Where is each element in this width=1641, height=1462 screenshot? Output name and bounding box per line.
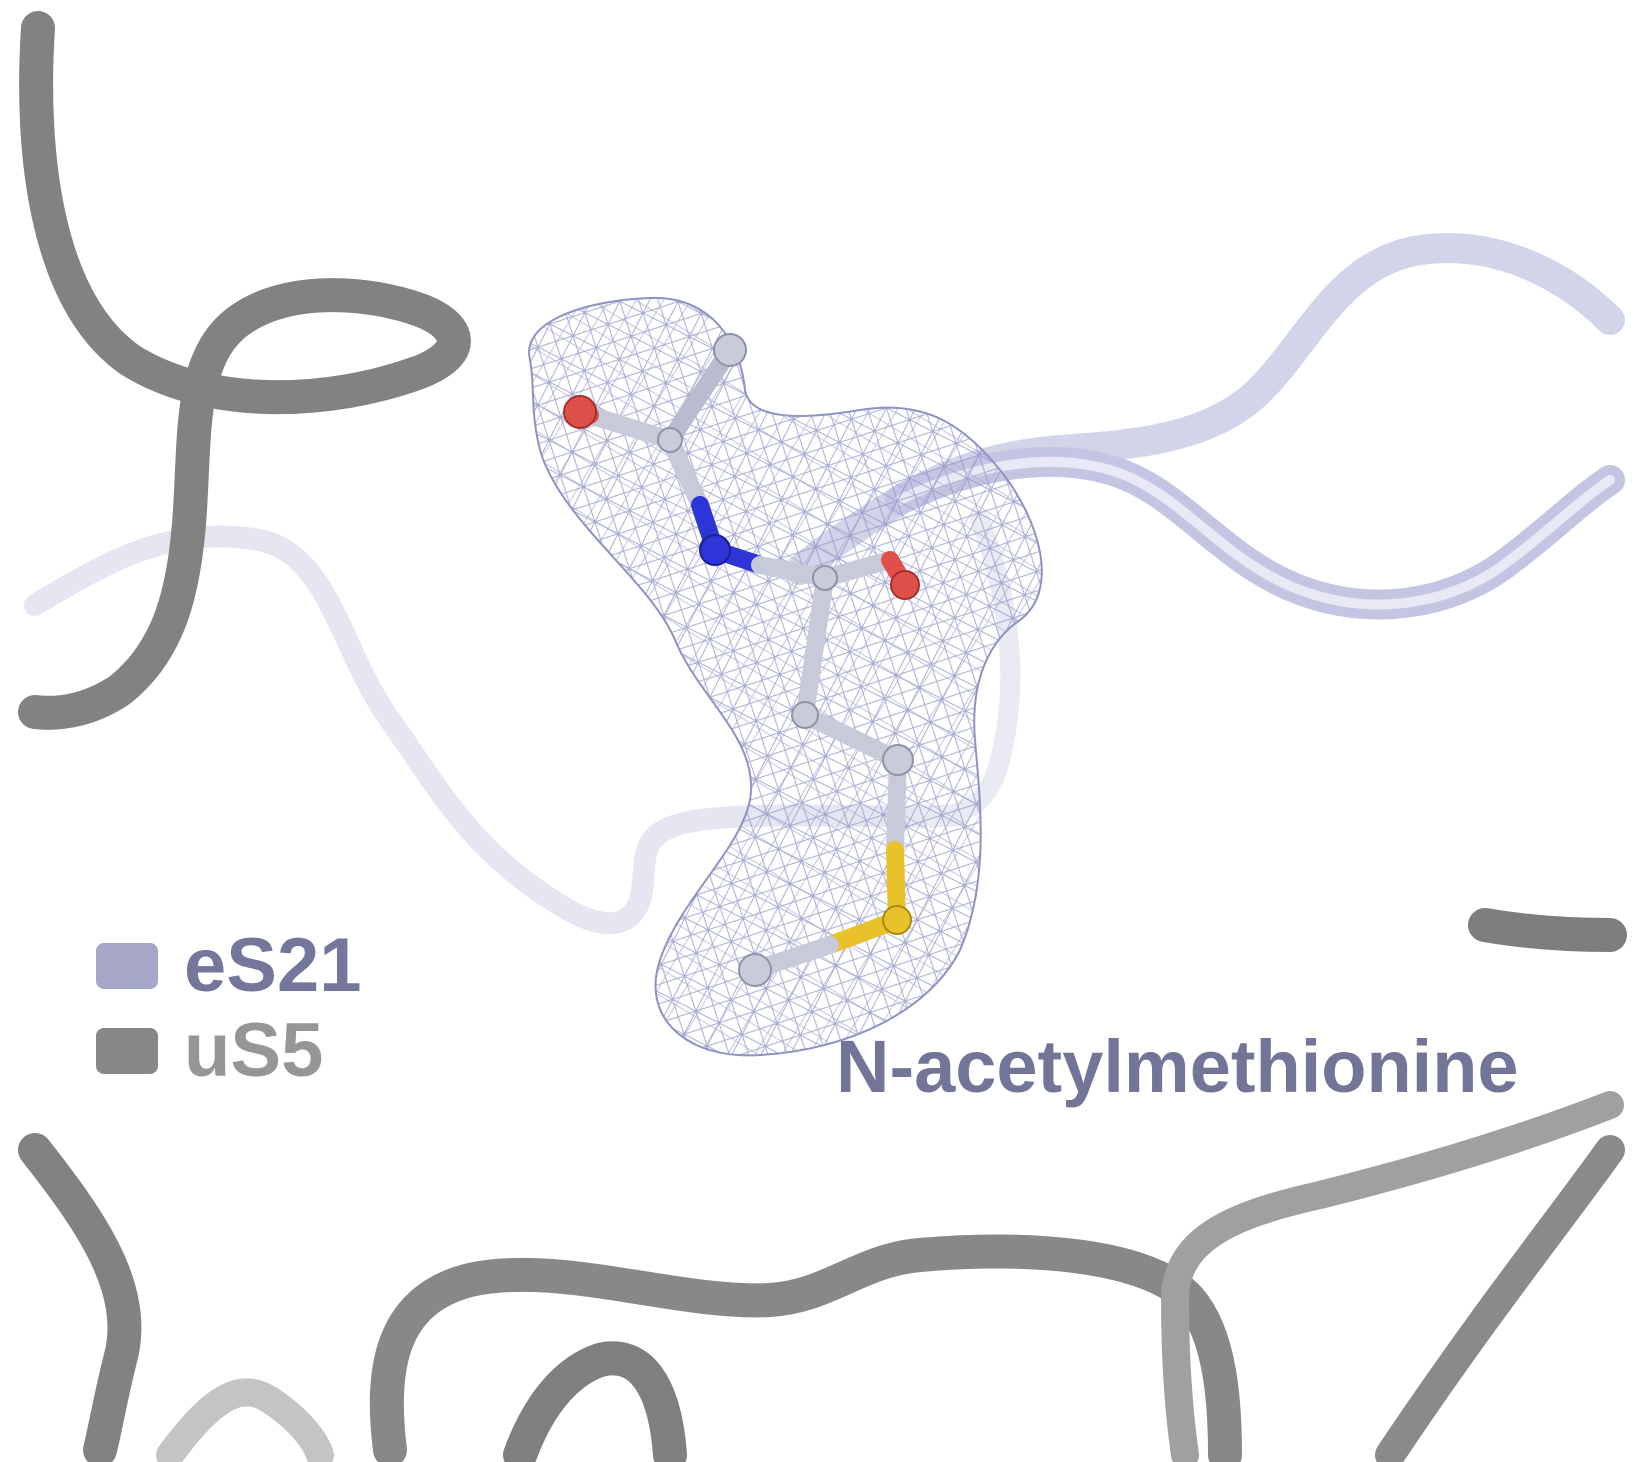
legend-label-es21: eS21	[184, 923, 362, 1008]
ligand-label: N-acetylmethionine	[836, 1025, 1519, 1108]
legend-item-es21: eS21	[96, 928, 362, 1004]
us5-stub-right	[1468, 908, 1627, 952]
us5-loop-bottom-inner	[503, 1341, 687, 1462]
us5-chain	[18, 11, 1627, 1462]
us5-loop-bottom	[18, 1133, 142, 1462]
us5-loop-bottom-center	[369, 1234, 1242, 1462]
legend-swatch-es21	[96, 943, 158, 989]
us5-loop-top-left	[18, 11, 471, 730]
electron-density-mesh	[528, 296, 1043, 1057]
legend-label-us5: uS5	[184, 1008, 324, 1093]
legend-item-us5: uS5	[96, 1013, 323, 1089]
ligand-ball-and-stick	[563, 333, 920, 987]
us5-loop-bottom-right	[1161, 1091, 1624, 1462]
us5-strand-bottom-right	[1375, 1135, 1625, 1462]
legend-swatch-us5	[96, 1028, 158, 1074]
